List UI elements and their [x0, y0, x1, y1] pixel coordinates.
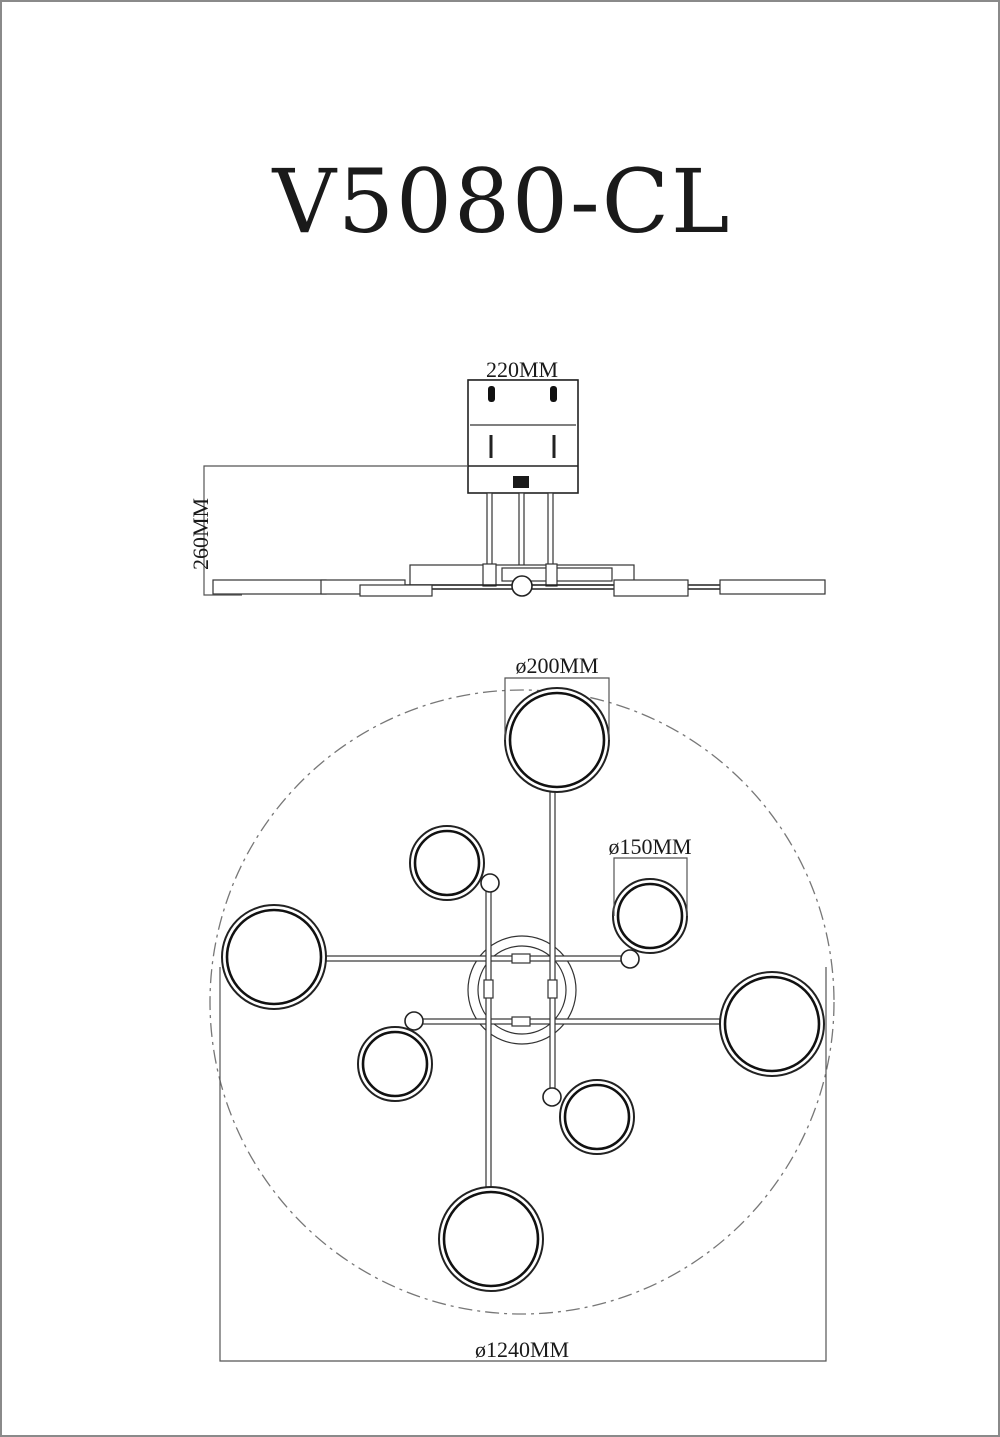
joint-ball [404, 1011, 424, 1031]
joint-ball [480, 873, 500, 893]
support-rod [518, 492, 525, 574]
center-hub-ball [511, 575, 533, 597]
large-shades [221, 687, 825, 1292]
top-view: ø1240MM [209, 653, 835, 1362]
shade-profile-small-right [613, 579, 689, 597]
rod-joint [545, 563, 558, 587]
model-title: V5080-CL [272, 150, 732, 253]
arm-connector [547, 979, 558, 999]
large-shade-label: ø200MM [515, 653, 598, 678]
small-shade-label: ø150MM [608, 834, 691, 859]
small-shades [357, 825, 688, 1155]
shade-profile-large-left [212, 579, 327, 595]
large-shade-ring-inner [442, 1190, 540, 1288]
joint-ball [542, 1087, 562, 1107]
support-rod [486, 492, 493, 569]
height-dim-line [203, 465, 468, 596]
canopy-ring-inner [477, 945, 567, 1035]
small-shade-ring-inner [361, 1030, 429, 1098]
support-rod [547, 492, 554, 569]
small-shade-ring-inner [616, 882, 684, 950]
screw-icon [488, 386, 495, 402]
arm-vertical-left [485, 884, 492, 1188]
shade-profile-small-left-2 [359, 584, 433, 597]
joint-ball [620, 949, 640, 969]
canopy-box [467, 379, 579, 494]
small-shade-ring-inner [413, 829, 481, 897]
large-shade-ring-inner [723, 975, 821, 1073]
side-view: 220MM [188, 357, 826, 597]
small-shade-ring-inner [563, 1083, 631, 1151]
arm-horizontal-lower [415, 1018, 721, 1025]
height-label: 260MM [188, 498, 213, 570]
arm-vertical-right [549, 791, 556, 1093]
rod-joint [482, 563, 497, 587]
overall-diameter-label: ø1240MM [475, 1337, 569, 1362]
overall-diameter-circle [209, 689, 835, 1315]
terminal-block-icon [513, 476, 529, 488]
large-shade-ring-inner [225, 908, 323, 1006]
shade-profile-large-right [719, 579, 826, 595]
large-shade-ring-inner [508, 691, 606, 789]
arm-connector [483, 979, 494, 999]
arm-horizontal-upper [325, 955, 627, 962]
small-shade-dim-line [613, 857, 688, 916]
overall-diameter-dim-line [219, 967, 827, 1362]
canopy-width-label: 220MM [486, 357, 558, 382]
arm-connector [511, 1016, 531, 1027]
large-shade-dim-line [504, 677, 610, 740]
screw-icon [550, 386, 557, 402]
arm-connector [511, 953, 531, 964]
